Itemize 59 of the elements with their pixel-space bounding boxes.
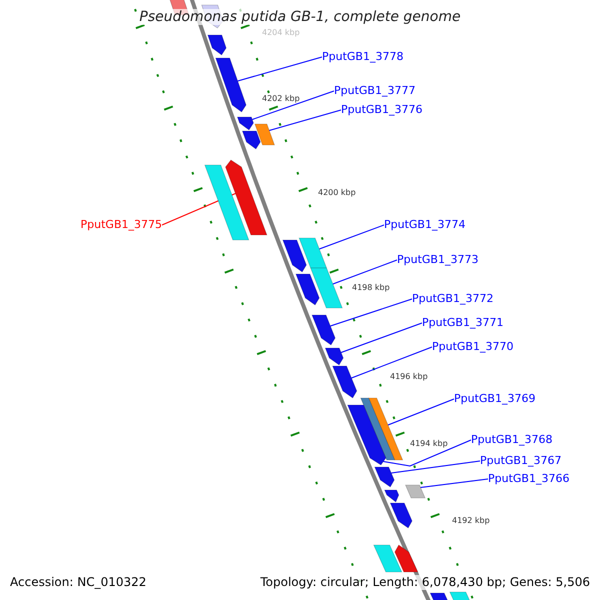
gene-feature (295, 274, 320, 306)
leader-line (390, 460, 480, 474)
gene-label: PputGB1_3776 (341, 103, 422, 117)
scale-label: 4202 kbp (262, 94, 300, 104)
gene-label: PputGB1_3768 (471, 433, 552, 447)
leader-line (420, 478, 488, 488)
gene-feature (368, 398, 404, 460)
gene-feature (347, 404, 386, 466)
gene-feature (236, 116, 254, 130)
gene-label: PputGB1_3766 (488, 472, 570, 486)
gene-feature (310, 268, 343, 308)
leader-line (351, 346, 432, 378)
gene-feature (312, 314, 336, 346)
gene-feature (430, 592, 450, 600)
gene-label: PputGB1_3769 (454, 392, 536, 406)
footer-text: Accession: NC_010322 (10, 575, 146, 590)
gene-feature (360, 398, 396, 460)
leader-line (237, 56, 322, 82)
gene-label: PputGB1_3772 (412, 292, 494, 306)
gene-feature (225, 160, 268, 236)
gene-feature (282, 240, 307, 272)
scale-label: 4196 kbp (390, 372, 428, 382)
gene-label: PputGB1_3775 (80, 218, 162, 232)
scale-label: 4204 kbp (262, 28, 300, 38)
scale-label: 4198 kbp (352, 283, 390, 293)
footer-text: Topology: circular; Length: 6,078,430 bp; Genes: 5,506 (260, 575, 590, 590)
gene-feature (204, 164, 250, 240)
leader-line (340, 322, 422, 353)
gene-feature (298, 238, 328, 268)
scale-label: 4194 kbp (410, 439, 448, 449)
gene-feature (373, 544, 402, 572)
gene-label: PputGB1_3777 (334, 84, 416, 98)
leader-line (388, 398, 454, 426)
scale-label: 4192 kbp (452, 516, 490, 526)
gene-label: PputGB1_3767 (480, 454, 562, 468)
gene-feature (384, 490, 400, 502)
gene-feature (405, 484, 426, 498)
leader-line (330, 298, 412, 326)
gene-label: PputGB1_3773 (397, 253, 478, 267)
gene-label: PputGB1_3771 (422, 316, 504, 330)
leader-line (252, 90, 334, 120)
gene-feature (332, 366, 358, 398)
gene-feature (215, 58, 246, 112)
gene-label: PputGB1_3774 (384, 218, 466, 232)
gene-feature (324, 348, 344, 366)
leader-line (268, 110, 342, 131)
gene-feature (390, 502, 412, 528)
gene-feature (394, 544, 418, 572)
gene-label: PputGB1_3778 (322, 50, 404, 64)
gene-feature (374, 466, 395, 488)
leader-line (382, 440, 472, 467)
gene-feature (242, 130, 261, 150)
gene-feature (207, 34, 227, 56)
leader-line (332, 260, 398, 284)
leader-line (318, 224, 384, 250)
gene-feature (254, 124, 275, 146)
map-title: Pseudomonas putida GB-1, complete genome (139, 9, 461, 25)
scale-label: 4200 kbp (318, 188, 356, 198)
gene-label: PputGB1_3770 (432, 340, 514, 354)
